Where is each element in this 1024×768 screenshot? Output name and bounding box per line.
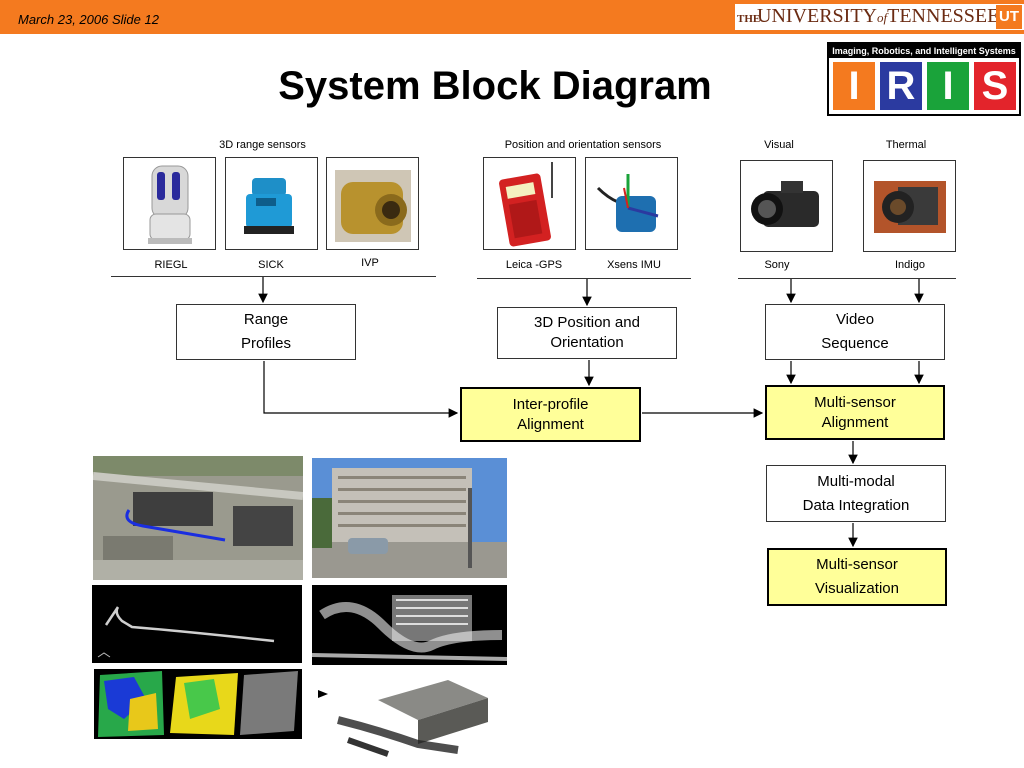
- visualization-line2: Visualization: [815, 580, 899, 597]
- video-sequence-line2: Sequence: [821, 335, 889, 352]
- street-photo-image: [312, 458, 507, 578]
- group-label-visual: Visual: [764, 139, 794, 151]
- iris-letter-r: R: [880, 62, 922, 110]
- visualization-line1: Multi-sensor: [816, 556, 898, 573]
- group-label-thermal: Thermal: [885, 139, 927, 151]
- multi-sensor-alignment-line1: Multi-sensor: [814, 393, 896, 411]
- sensor-label-sony: Sony: [764, 259, 790, 271]
- range-profiles-line2: Profiles: [240, 335, 292, 352]
- multi-modal-line2: Data Integration: [802, 496, 910, 514]
- arrow-profiles-to-interprofile: [263, 361, 459, 418]
- multi-sensor-alignment-line2: Alignment: [821, 413, 889, 431]
- sensor-label-xsens-imu: Xsens IMU: [607, 259, 661, 271]
- textured-3d-model-image: [318, 670, 510, 764]
- multi-modal-integration-block: Multi-modal Data Integration: [766, 465, 946, 522]
- iris-letter-i2: I: [927, 62, 969, 110]
- position-orientation-line2: Orientation: [550, 334, 624, 351]
- multi-modal-line1: Multi-modal: [817, 472, 895, 490]
- inter-profile-line1: Inter-profile: [512, 395, 589, 413]
- sony-camcorder-image: [740, 160, 833, 252]
- iris-letter-i: I: [833, 62, 875, 110]
- inter-profile-alignment-block: Inter-profile Alignment: [460, 387, 641, 442]
- group-label-position: Position and orientation sensors: [504, 139, 662, 151]
- multi-sensor-alignment-block: Multi-sensor Alignment: [765, 385, 945, 440]
- iris-logo: Imaging, Robotics, and Intelligent Syste…: [827, 42, 1021, 116]
- position-group-divider: [477, 278, 691, 279]
- trajectory-plot-image: [92, 585, 302, 663]
- sick-scanner-image: [225, 157, 318, 250]
- sensor-label-riegl: RIEGL: [154, 259, 188, 271]
- group-label-range: 3D range sensors: [219, 139, 306, 151]
- sensor-label-ivp: IVP: [361, 257, 379, 269]
- video-sequence-block: Video Sequence: [765, 304, 945, 360]
- iris-letter-s: S: [974, 62, 1016, 110]
- xsens-imu-image: [585, 157, 678, 250]
- leica-gps-image: [483, 157, 576, 250]
- position-orientation-line1: 3D Position and: [534, 314, 640, 331]
- ivp-camera-image: [326, 157, 419, 250]
- position-orientation-block: 3D Position and Orientation: [497, 307, 677, 359]
- sensor-label-sick: SICK: [258, 259, 284, 271]
- sensor-label-indigo: Indigo: [895, 259, 925, 271]
- sensor-label-leica-gps: Leica -GPS: [505, 259, 563, 271]
- range-group-divider: [111, 276, 436, 277]
- iris-caption: Imaging, Robotics, and Intelligent Syste…: [829, 44, 1019, 58]
- inter-profile-line2: Alignment: [517, 415, 584, 433]
- slide-title: System Block Diagram: [278, 64, 712, 108]
- range-profiles-block: Range Profiles: [176, 304, 356, 360]
- indigo-thermal-camera-image: [863, 160, 956, 252]
- terrain-maps-image: [94, 669, 302, 739]
- ut-mark-icon: UT: [996, 5, 1022, 29]
- university-logo: THE UNIVERSITYofTENNESSEE UT: [735, 4, 1024, 30]
- riegl-scanner-image: [123, 157, 216, 250]
- video-sequence-line1: Video: [835, 311, 875, 328]
- aerial-map-image: [93, 456, 303, 580]
- point-cloud-street-image: [312, 585, 507, 665]
- ut-logo-the: THE: [737, 13, 761, 25]
- imaging-group-divider: [738, 278, 956, 279]
- multi-sensor-visualization-block: Multi-sensor Visualization: [767, 548, 947, 606]
- slide-date: March 23, 2006 Slide 12: [18, 12, 159, 27]
- ut-logo-wordmark: UNIVERSITYofTENNESSEE: [757, 5, 1000, 27]
- range-profiles-line1: Range: [243, 311, 289, 328]
